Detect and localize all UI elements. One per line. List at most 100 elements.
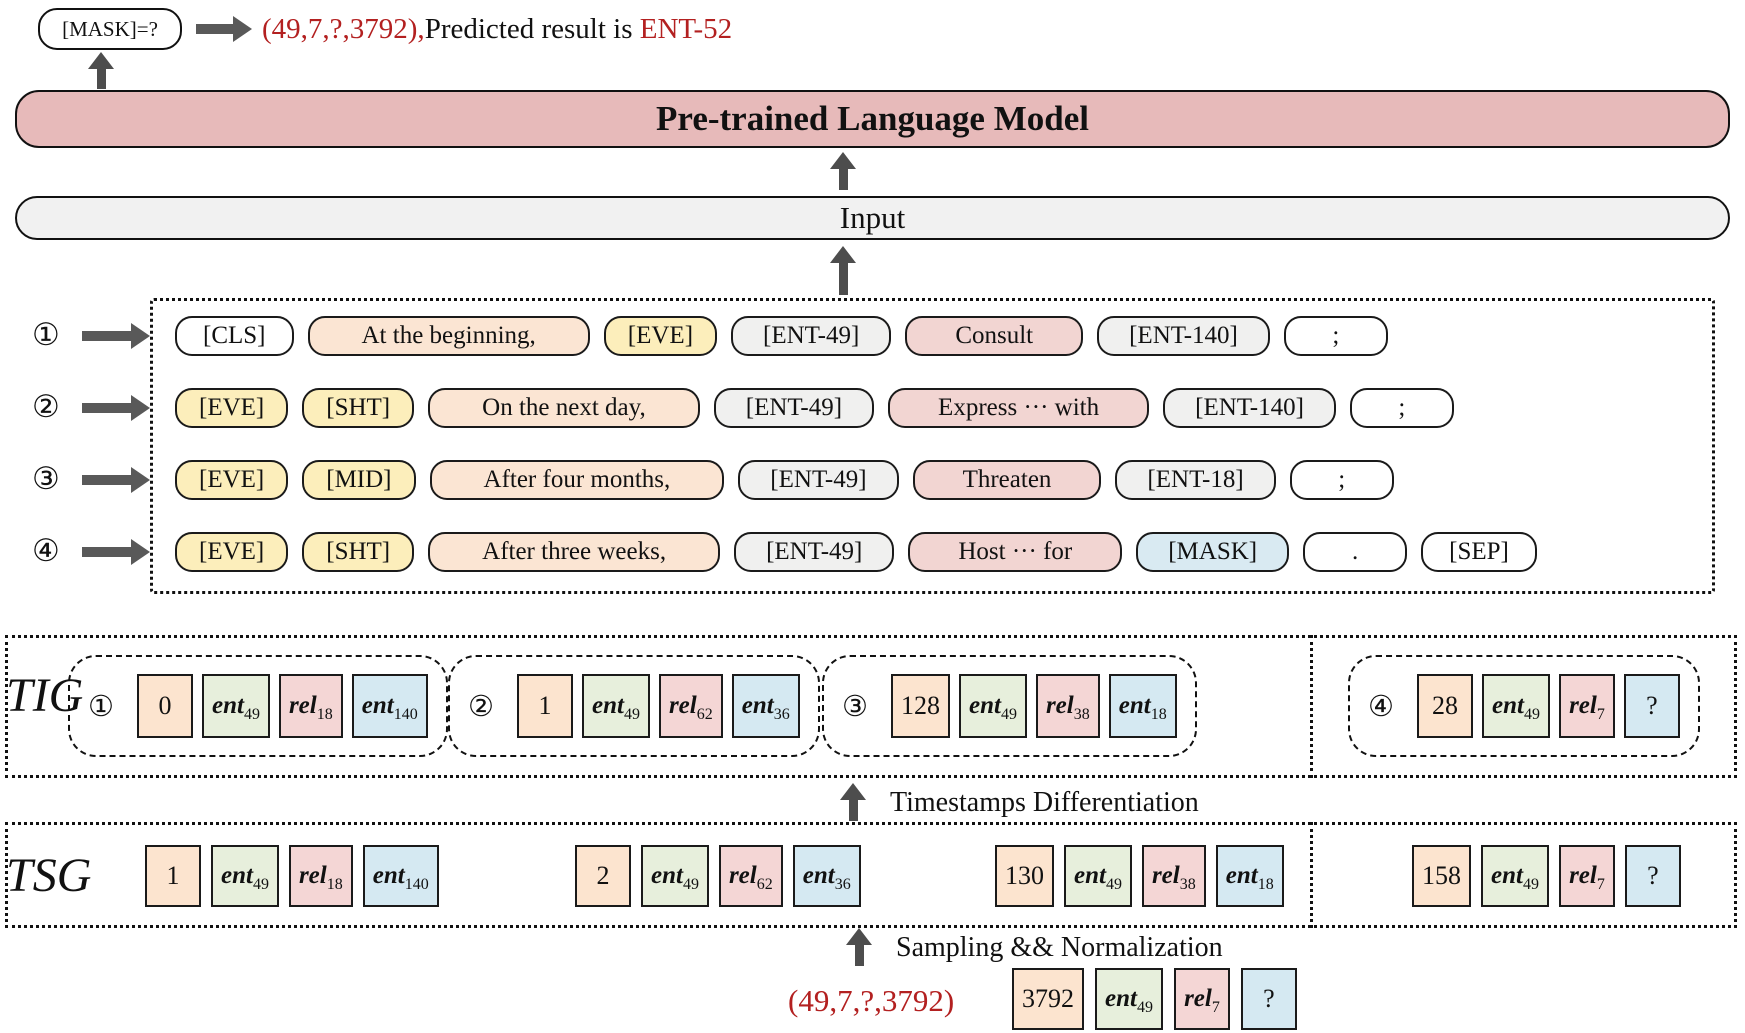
token-pill: [SEP]: [1421, 532, 1537, 572]
row-number: ③: [32, 461, 60, 496]
prompt-container: [150, 298, 1715, 594]
row-number: ①: [32, 317, 60, 352]
token-pill: [MID]: [302, 460, 416, 500]
token-cell: 128: [891, 674, 950, 738]
prediction-text: (49,7,?,3792),Predicted result is ENT-52: [262, 13, 732, 46]
token-pill: [EVE]: [175, 460, 289, 500]
token-cell: 2: [575, 845, 631, 907]
row-number: ②: [32, 389, 60, 424]
token-cell: 158: [1412, 845, 1471, 907]
token-pill: Consult: [905, 316, 1084, 356]
token-pill: [ENT-140]: [1097, 316, 1270, 356]
prediction-tuple: (49,7,?,3792),: [262, 13, 425, 45]
token-cell: 1: [145, 845, 201, 907]
token-cell: 3792: [1012, 968, 1084, 1030]
tsg-label: TSG: [6, 849, 92, 902]
token-pill: [ENT-49]: [738, 460, 899, 500]
tsg-container: [5, 822, 1737, 928]
arrow-up-icon: [830, 152, 856, 190]
token-cell: ?: [1240, 968, 1297, 1030]
token-cell: 28: [1417, 674, 1473, 738]
plm-label: Pre-trained Language Model: [656, 99, 1089, 138]
source-tuple: (49,7,?,3792): [788, 983, 955, 1018]
tig-container: [5, 635, 1737, 778]
prompt-row: [EVE][SHT]After three weeks,[ENT-49]Host…: [175, 532, 1537, 572]
token-pill: ;: [1289, 460, 1394, 500]
token-pill: [EVE]: [175, 388, 289, 428]
group-number: ④: [1368, 690, 1394, 723]
token-pill: Threaten: [912, 460, 1102, 500]
tsg-divider: [1310, 822, 1313, 928]
input-label: Input: [839, 200, 906, 235]
token-pill: [ENT-49]: [713, 388, 875, 428]
tig-divider: [1310, 635, 1313, 778]
token-pill: [ENT-49]: [734, 532, 895, 572]
group-number: ③: [842, 690, 868, 723]
token-pill: [EVE]: [603, 316, 718, 356]
token-cell: 0: [137, 674, 193, 738]
arrow-up-icon: [88, 52, 114, 89]
mask-output-label: [MASK]=?: [62, 16, 158, 41]
timestamps-arrow-icon: [840, 783, 866, 821]
group-number: ②: [468, 690, 494, 723]
arrow-up-icon: [830, 246, 856, 295]
token-cell: ?: [1624, 845, 1681, 907]
row-number: ④: [32, 533, 60, 568]
token-pill: [ENT-18]: [1115, 460, 1276, 500]
prediction-caption: Predicted result is: [424, 13, 640, 45]
token-pill: ;: [1283, 316, 1388, 356]
arrow-right-icon: [196, 16, 252, 42]
token-cell: 1: [517, 674, 573, 738]
token-pill: [SHT]: [302, 388, 415, 428]
prediction-entity: ENT-52: [639, 13, 733, 45]
prompt-row: [EVE][MID]After four months,[ENT-49]Thre…: [175, 460, 1394, 500]
token-pill: Express ··· with: [888, 388, 1150, 428]
token-pill: [ENT-140]: [1163, 388, 1336, 428]
token-pill: Host ··· for: [908, 532, 1123, 572]
input-bar: Input: [15, 196, 1730, 240]
token-pill: [ENT-49]: [731, 316, 892, 356]
token-pill: ;: [1349, 388, 1454, 428]
token-pill: [CLS]: [175, 316, 294, 356]
mask-output-box: [MASK]=?: [38, 8, 182, 50]
token-pill: .: [1303, 532, 1408, 572]
timestamps-label: Timestamps Differentiation: [890, 787, 1199, 818]
token-pill: On the next day,: [428, 388, 700, 428]
token-pill: [SHT]: [302, 532, 415, 572]
token-pill: [MASK]: [1136, 532, 1290, 572]
prompt-row: [EVE] [SHT] On the next day, [ENT-49] Expres…: [175, 388, 1454, 428]
prompt-row: [CLS]At the beginning,[EVE][ENT-49]Consu…: [175, 316, 1388, 356]
sampling-label: Sampling && Normalization: [896, 932, 1223, 963]
sampling-arrow-icon: [846, 928, 872, 966]
token-pill: [EVE]: [175, 532, 289, 572]
